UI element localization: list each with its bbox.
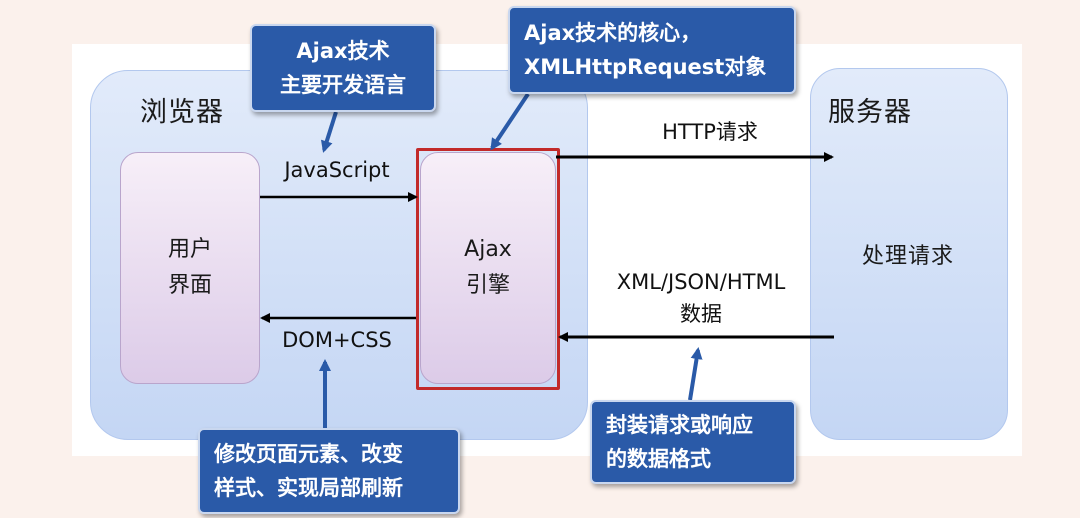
- language-callout-pointer: [320, 111, 338, 153]
- user-interface-line2: 界面: [167, 273, 212, 298]
- dom-callout-line2: 样式、实现局部刷新: [214, 476, 403, 500]
- browser-title: 浏览器: [140, 97, 224, 128]
- language-callout-line1: Ajax技术: [296, 39, 390, 63]
- core-callout-pointer: [490, 92, 530, 151]
- language-callout-line2: 主要开发语言: [280, 73, 406, 97]
- core-callout: Ajax技术的核心， XMLHttpRequest对象: [508, 6, 796, 94]
- user-interface-line1: 用户: [167, 237, 212, 262]
- format-callout-pointer: [688, 347, 703, 401]
- core-callout-line1: Ajax技术的核心，: [524, 21, 702, 45]
- ajax-engine-line2: 引擎: [465, 273, 510, 298]
- format-callout: 封装请求或响应 的数据格式: [590, 400, 796, 484]
- http-request-label: HTTP请求: [662, 120, 758, 144]
- ajax-engine-highlight-frame: [416, 148, 560, 390]
- ajax-engine-line1: Ajax: [464, 237, 512, 262]
- server-panel: [810, 68, 1008, 440]
- user-interface-box: 用户 界面: [120, 152, 260, 384]
- format-callout-line2: 的数据格式: [606, 447, 711, 471]
- process-request-label: 处理请求: [861, 244, 954, 269]
- javascript-label: JavaScript: [284, 158, 390, 182]
- ajax-engine-box: Ajax 引擎: [420, 152, 556, 384]
- dom-css-label: DOM+CSS: [282, 328, 392, 352]
- dom-callout: 修改页面元素、改变 样式、实现局部刷新: [198, 428, 460, 514]
- data-label: 数据: [680, 302, 722, 326]
- server-title: 服务器: [828, 97, 912, 128]
- response-format-label: XML/JSON/HTML: [616, 270, 786, 294]
- language-callout: Ajax技术 主要开发语言: [250, 24, 436, 112]
- dom-callout-line1: 修改页面元素、改变: [214, 442, 403, 466]
- format-callout-line1: 封装请求或响应: [606, 413, 753, 437]
- core-callout-line2: XMLHttpRequest对象: [524, 55, 767, 79]
